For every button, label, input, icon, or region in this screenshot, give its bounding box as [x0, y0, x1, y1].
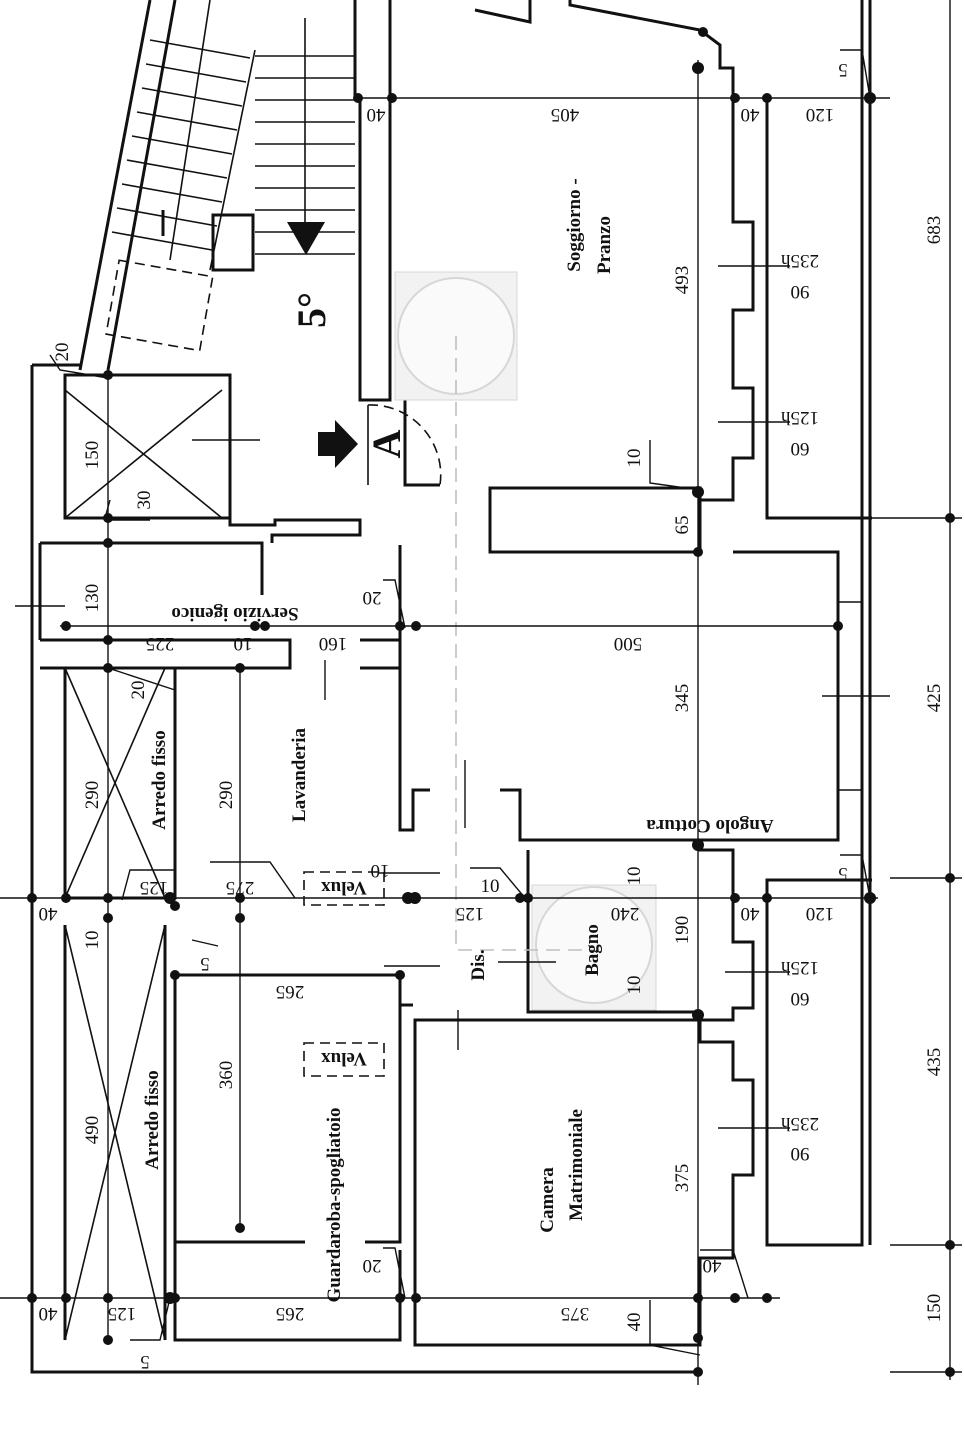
- dim-label: 130: [82, 584, 103, 613]
- dim-label: 20: [363, 1255, 382, 1276]
- dim-label: 40: [367, 104, 386, 125]
- dim-label: 345: [672, 684, 693, 713]
- dim-label: 10: [371, 860, 390, 881]
- dim-label: 40: [703, 1255, 722, 1276]
- dim-label: 90: [791, 1143, 810, 1164]
- dimension-labels: 405 40 40 120 5 493 235h 90 125h 60 10 6…: [39, 59, 946, 1372]
- room-bedroom: Camera: [537, 1167, 558, 1233]
- entrance: [318, 404, 442, 486]
- dim-label: 265: [276, 981, 305, 1002]
- room-labels: 5° A Soggiorno - Pranzo Angolo Cottura S…: [142, 178, 774, 1302]
- dim-label: 490: [82, 1116, 103, 1145]
- accessibility-overlay: [394, 271, 657, 1011]
- dim-label: 435: [924, 1048, 945, 1077]
- dim-label: 120: [806, 104, 835, 125]
- dim-label: 375: [672, 1164, 693, 1193]
- dim-label: 235h: [781, 1113, 820, 1134]
- walls: [30, 0, 872, 1374]
- dimension-dots: [27, 27, 955, 1377]
- dim-label: 225: [146, 633, 175, 654]
- fixed-furniture-marks: [15, 389, 260, 1341]
- velux-label-2: Velux: [321, 1048, 367, 1069]
- dim-label: 265: [276, 1303, 305, 1324]
- floor-level: 5°: [289, 292, 334, 328]
- dim-label: 30: [134, 491, 155, 510]
- dim-label: 683: [924, 216, 945, 245]
- dim-label: 40: [39, 1303, 58, 1324]
- staircase: [78, 0, 357, 371]
- dim-label: 375: [561, 1303, 590, 1324]
- room-kitchen: Angolo Cottura: [646, 815, 774, 836]
- dim-label: 5: [200, 953, 210, 974]
- dim-label: 40: [741, 903, 760, 924]
- down-arrow-icon: [287, 222, 325, 255]
- dim-label: 10: [481, 876, 500, 897]
- dim-label: 290: [82, 781, 103, 810]
- dim-label: 10: [624, 867, 645, 886]
- dim-label: 125: [140, 877, 169, 898]
- dim-label: 125: [456, 903, 485, 924]
- room-bathroom: Servizio igenico: [171, 603, 298, 624]
- dim-label: 150: [82, 441, 103, 470]
- dim-label: 493: [672, 266, 693, 295]
- dim-label: 425: [924, 684, 945, 713]
- dim-label: 290: [216, 781, 237, 810]
- dim-label: 150: [924, 1294, 945, 1323]
- dim-label: 275: [226, 877, 255, 898]
- room-wardrobe: Guardaroba-spogliatoio: [324, 1108, 345, 1303]
- velux-window-2: [303, 1042, 385, 1077]
- room-fixed-2: Arredo fisso: [142, 1070, 163, 1169]
- dim-label: 20: [128, 681, 149, 700]
- dim-label: 235h: [781, 250, 820, 271]
- dim-label: 20: [363, 587, 382, 608]
- dim-label: 60: [791, 988, 810, 1009]
- room-bath2: Bagno: [582, 924, 603, 976]
- dim-label: 40: [741, 104, 760, 125]
- room-laundry: Lavanderia: [289, 728, 310, 822]
- velux-window-1: [303, 871, 385, 906]
- room-corridor: Dis.: [468, 949, 489, 980]
- dim-label: 500: [614, 633, 643, 654]
- dim-label: 5: [140, 1351, 150, 1372]
- dim-label: 40: [39, 903, 58, 924]
- entrance-label: A: [364, 429, 409, 458]
- entrance-arrow-icon: [318, 420, 358, 468]
- dim-label: 10: [624, 449, 645, 468]
- dim-label: 360: [216, 1061, 237, 1090]
- dim-label: 10: [234, 633, 253, 654]
- dim-label: 60: [791, 438, 810, 459]
- dim-label: 20: [52, 343, 73, 362]
- dim-label: 10: [82, 931, 103, 950]
- dim-label: 160: [319, 633, 348, 654]
- room-living: Soggiorno -: [564, 178, 585, 271]
- dim-label: 240: [611, 903, 640, 924]
- dim-label: 10: [624, 976, 645, 995]
- room-living-2: Pranzo: [594, 216, 615, 274]
- dim-label: 5: [838, 863, 848, 884]
- room-fixed-1: Arredo fisso: [149, 730, 170, 829]
- dim-label: 125h: [781, 957, 820, 978]
- dim-label: 65: [672, 516, 693, 535]
- dim-label: 90: [791, 281, 810, 302]
- dim-label: 120: [806, 903, 835, 924]
- dimension-lines: [0, 0, 962, 1385]
- dim-label: 405: [551, 104, 580, 125]
- velux-label-1: Velux: [321, 877, 367, 898]
- dim-label: 190: [672, 916, 693, 945]
- room-bedroom-2: Matrimoniale: [566, 1109, 587, 1221]
- dim-label: 40: [624, 1313, 645, 1332]
- dim-label: 125h: [781, 407, 820, 428]
- dim-label: 125: [108, 1303, 137, 1324]
- dim-label: 5: [838, 59, 848, 80]
